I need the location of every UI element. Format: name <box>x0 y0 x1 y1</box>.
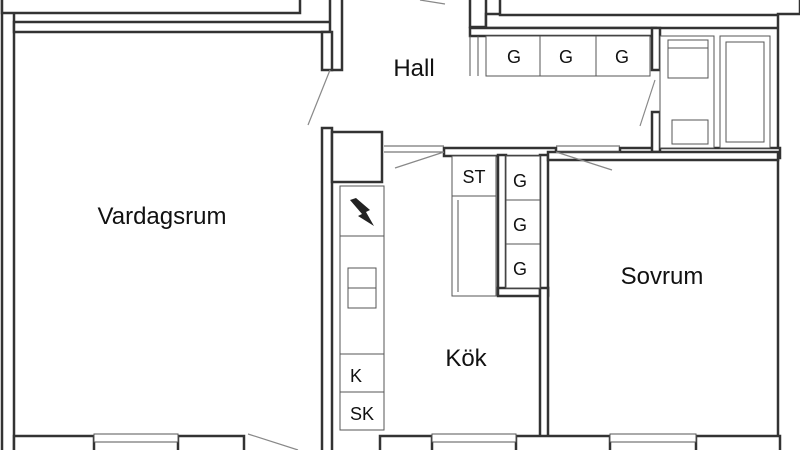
hall-wardrobe-label-1: G <box>507 47 521 67</box>
kitchen-counter: K SK <box>339 185 385 431</box>
doors <box>247 0 656 450</box>
room-labels: Hall Vardagsrum Kök Sovrum <box>98 55 704 372</box>
window-vardagsrum <box>93 433 179 443</box>
kitchen-storage: ST <box>451 155 497 297</box>
door-sovrum <box>555 151 613 171</box>
kitchen-wardrobe-label-1: G <box>513 171 527 191</box>
hall-wardrobe-frame <box>485 35 651 77</box>
lightning-icon <box>350 198 374 226</box>
toilet-icon <box>671 119 709 145</box>
room-label-hall: Hall <box>393 55 434 82</box>
door-vardagsrum <box>307 69 331 126</box>
windows <box>93 145 697 443</box>
hall-wardrobe-label-3: G <box>615 47 629 67</box>
wall-bottom-2 <box>176 434 246 450</box>
room-label-kok: Kök <box>445 345 487 372</box>
window-sovrum <box>609 433 697 443</box>
wall-bottom-3 <box>378 434 434 450</box>
wall-bottom-4 <box>514 434 612 450</box>
wall-sovrum-top <box>546 150 780 162</box>
washbasin-icon <box>667 39 709 79</box>
exterior-wall-left <box>0 0 16 450</box>
wall-kok-wardrobe-right <box>538 153 550 297</box>
wall-bottom-1 <box>12 434 96 450</box>
storage-label: ST <box>462 167 485 187</box>
hall-wardrobe: G G G <box>469 35 651 77</box>
room-label-vardagsrum: Vardagsrum <box>98 203 227 230</box>
wall-kok-wardrobe-left <box>496 153 508 297</box>
exterior-wall-top-left <box>0 0 302 15</box>
room-label-sovrum: Sovrum <box>621 263 704 290</box>
door-kok <box>394 151 445 169</box>
bathroom <box>659 35 771 149</box>
kitchen-wardrobe-frame <box>505 155 541 289</box>
door-balcony <box>247 433 299 450</box>
wall-bathroom-left-upper <box>650 26 662 72</box>
door-bathroom <box>639 79 656 127</box>
storage-frame <box>451 155 497 297</box>
kitchen-wardrobe-label-3: G <box>513 259 527 279</box>
wall-kok-sovrum <box>538 286 550 450</box>
wall-hall-wardrobe-back <box>468 26 658 38</box>
hall-wardrobe-label-2: G <box>559 47 573 67</box>
wall-top-right-upper <box>498 0 800 17</box>
freezer-label: SK <box>350 404 374 424</box>
exterior-wall-right <box>776 12 800 450</box>
wall-kok-left-chunk <box>330 130 384 184</box>
fridge-label: K <box>350 366 362 386</box>
wall-vardagsrum-right-upper <box>320 30 334 72</box>
wall-vardagsrum-right-lower <box>320 126 334 450</box>
kitchen-wardrobe-label-2: G <box>513 215 527 235</box>
door-entrance <box>419 0 446 5</box>
bathtub-icon <box>719 35 771 149</box>
wall-bottom-5 <box>694 434 782 450</box>
window-kok <box>431 433 517 443</box>
wall-vardagsrum-top <box>12 20 342 34</box>
wall-top-right-left <box>468 0 488 29</box>
kitchen-wardrobe: G G G <box>505 155 541 289</box>
wall-bathroom-left-lower <box>650 110 662 154</box>
